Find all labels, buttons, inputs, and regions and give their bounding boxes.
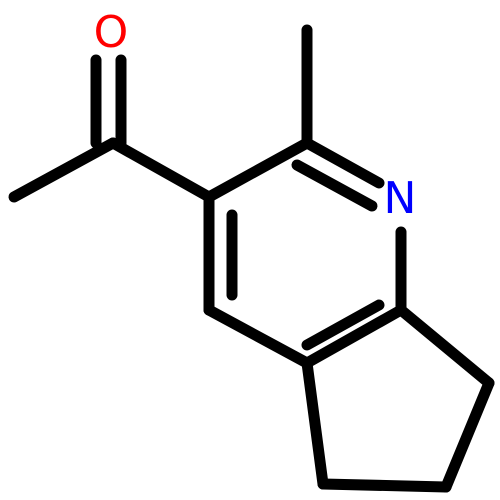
bond-c7a-c3a-1	[301, 304, 407, 369]
bond-c3-c2	[203, 137, 313, 203]
oxygen-atom-label: O	[93, 7, 129, 58]
nitrogen-atom-label: N	[383, 173, 417, 224]
bond-c7a-c7	[395, 304, 495, 389]
bond-c7a-c3a-2	[301, 299, 385, 351]
bond-acetyl-ring	[107, 137, 215, 203]
bond-c3a-c4	[203, 304, 313, 369]
bond-c6-c5	[317, 478, 452, 493]
bond-c2-n-2	[291, 159, 378, 212]
bond-acetyl-methyl	[8, 137, 119, 203]
bond-c7-c6	[440, 377, 495, 493]
bond-c2-n-1	[301, 137, 385, 189]
bond-c5-c3a	[301, 357, 329, 490]
